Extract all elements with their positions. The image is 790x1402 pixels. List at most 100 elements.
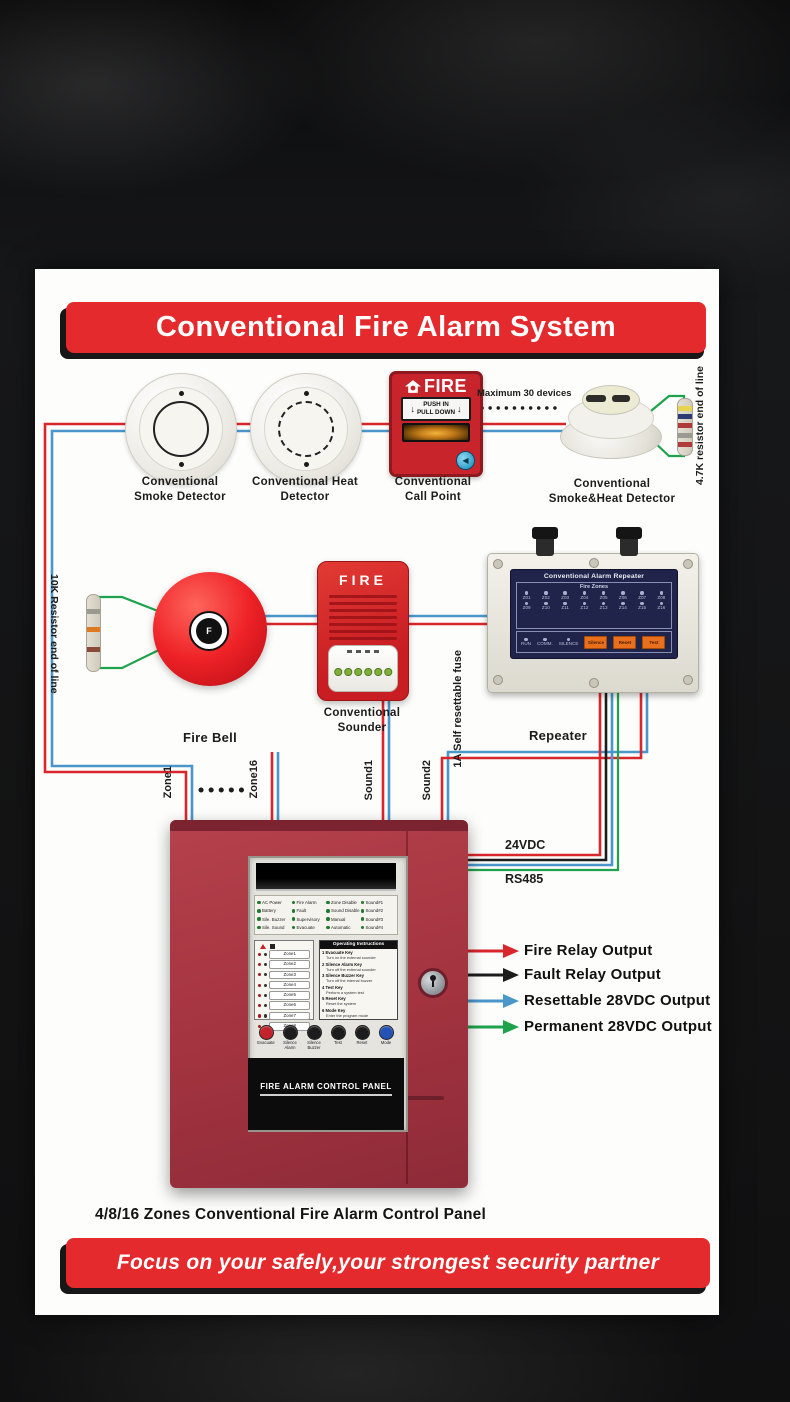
repeater: Conventional Alarm Repeater Fire Zones Z… <box>487 527 699 693</box>
bell-medallion: F <box>189 611 229 651</box>
repeater-label: Repeater <box>528 728 588 743</box>
down-arrow-icon: ↓ <box>457 403 462 414</box>
panel-name-text: FIRE ALARM CONTROL PANEL <box>260 1082 392 1091</box>
mode-button: Mode <box>374 1024 398 1056</box>
resistor-band <box>678 433 692 438</box>
repeater-zone-led: Z12 <box>575 601 594 610</box>
rs485-label: RS485 <box>505 872 544 886</box>
screw-icon <box>493 559 503 569</box>
status-led: Sound#1 <box>360 900 396 905</box>
detector-vent <box>612 395 630 402</box>
resistor-band <box>87 609 100 614</box>
test-button: Test <box>326 1024 350 1056</box>
footer-text: Focus on your safely,your strongest secu… <box>116 1251 660 1274</box>
sounder-leds <box>334 668 392 676</box>
resistor-band <box>87 627 100 632</box>
detector-screw-dot <box>179 462 184 467</box>
fire-zones-header: Fire Zones <box>579 584 609 590</box>
push-in-text: PUSH IN <box>423 401 449 408</box>
house-fire-icon <box>404 379 421 393</box>
repeater-zones-box: Fire Zones Z01 Z02 Z03 Z04 Z05 Z06 Z07 Z… <box>516 582 672 629</box>
repeater-silence-button: Silence <box>584 635 608 649</box>
call-point-label: Conventional Call Point <box>394 476 472 503</box>
operating-instructions-box: Operating Instructions Evacuate Key Turn… <box>319 940 398 1020</box>
call-point-element-window <box>402 422 470 442</box>
fire-relay-output-label: Fire Relay Output <box>524 942 653 959</box>
repeater-panel-title: Conventional Alarm Repeater <box>543 573 645 580</box>
resettable-output-label: Resettable 28VDC Output <box>524 992 711 1009</box>
screw-icon <box>589 678 599 688</box>
zone-row: Zone7 <box>258 1011 310 1021</box>
status-led: Fire Alarm <box>291 900 327 905</box>
instruction-item: Evacuate Key Turn on the external sounde… <box>325 950 376 960</box>
reset-key-button: ◀ <box>456 451 475 470</box>
status-led-panel: AC Power Fire Alarm Zone Disable Sound#1… <box>254 895 398 935</box>
status-led: Sound#3 <box>360 917 396 922</box>
status-led: Supervisory <box>291 917 327 922</box>
status-led: Manual <box>326 917 361 922</box>
zone-row: Zone6 <box>258 1001 310 1010</box>
repeater-zone-led: Z15 <box>633 601 652 610</box>
fire-icon <box>260 943 266 949</box>
screw-icon <box>683 559 693 569</box>
detector-screw-dot <box>304 391 309 396</box>
silence-led: SILENCE <box>559 637 578 646</box>
silence-alarm-button: Silence Alarm <box>278 1024 302 1056</box>
smoke-detector <box>125 373 237 485</box>
repeater-zone-led: Z05 <box>594 591 613 600</box>
resistor-band <box>678 414 692 419</box>
fuse-label: 1A Self resettable fuse <box>452 650 464 768</box>
instruction-item: Test Key Perform a system test <box>325 984 364 995</box>
instruction-item: Mode Key Enter the program mode <box>325 1007 369 1018</box>
repeater-zone-led: Z02 <box>536 591 555 600</box>
repeater-zone-led: Z09 <box>517 601 536 610</box>
cable-gland-icon <box>532 527 558 556</box>
title-banner: Conventional Fire Alarm System <box>66 302 706 353</box>
call-point-fire-text: FIRE <box>423 375 467 396</box>
sound2-wire-label: Sound2 <box>421 760 433 801</box>
reset-button: Reset <box>350 1024 374 1056</box>
panel-button-row: Evacuate Silence Alarm Silence Buzzer Te… <box>254 1024 398 1056</box>
24vdc-label: 24VDC <box>505 838 546 852</box>
zone16-wire-label: Zone16 <box>248 760 260 799</box>
detector-core <box>153 401 209 457</box>
smoke-heat-detector-label: Conventional Smoke&Heat Detector <box>548 478 676 505</box>
fire-bell-label: Fire Bell <box>183 730 237 745</box>
permanent-output-label: Permanent 28VDC Output <box>524 1018 712 1035</box>
instruction-item: Silence Buzzer Key Turn off the internal… <box>325 973 373 983</box>
fire-bell: F <box>153 572 267 686</box>
repeater-zone-led: Z03 <box>556 591 575 600</box>
resistor-band <box>678 406 692 411</box>
run-led: RUN <box>521 637 531 646</box>
status-led: Automatic <box>326 925 361 930</box>
repeater-zone-led: Z07 <box>633 591 652 600</box>
repeater-zone-led: Z16 <box>652 601 671 610</box>
status-led: Zone Disable <box>326 900 361 905</box>
repeater-reset-button: Reset <box>613 635 637 649</box>
pull-down-text: PULL DOWN <box>416 408 455 416</box>
resistor-band <box>678 442 692 447</box>
status-led: Sound#2 <box>360 908 396 913</box>
resistor-band <box>678 423 692 428</box>
repeater-zone-led: Z11 <box>556 601 575 610</box>
status-led: Sound#4 <box>360 925 396 930</box>
down-arrow-icon: ↓ <box>410 403 415 414</box>
repeater-zone-led: Z14 <box>613 601 632 610</box>
zone-row: Zone4 <box>258 980 310 990</box>
operating-instructions-title: Operating Instructions <box>320 941 397 949</box>
status-led: Battery <box>257 908 292 913</box>
status-led: Sound Disable <box>326 908 361 913</box>
sounder-label: Conventional Sounder <box>323 707 401 734</box>
resistor-band <box>87 647 100 652</box>
instruction-item: Reset Key Reset the system <box>325 996 357 1006</box>
fire-alarm-control-panel: AC Power Fire Alarm Zone Disable Sound#1… <box>170 820 468 1188</box>
sounder-strobe-window <box>328 645 398 692</box>
fault-relay-output-label: Fault Relay Output <box>524 966 661 983</box>
sounder-louvers <box>329 595 397 640</box>
evacuate-button: Evacuate <box>254 1024 278 1056</box>
eol-left-label: 10K Resistor end of line <box>48 574 60 694</box>
panel-name-plate: FIRE ALARM CONTROL PANEL <box>248 1058 404 1130</box>
silence-buzzer-button: Silence Buzzer <box>302 1024 326 1056</box>
repeater-zone-led: Z13 <box>594 601 613 610</box>
